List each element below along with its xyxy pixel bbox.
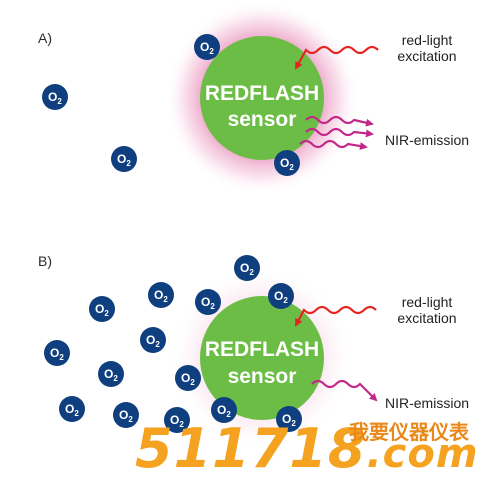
o2-molecule: O2: [234, 255, 260, 281]
panel-b-label: B): [38, 253, 52, 269]
o2-molecule-label: O2: [154, 288, 168, 304]
o2-molecule-disc: [274, 150, 300, 176]
o2-molecule-disc: [59, 396, 85, 422]
o2-molecule-disc: [164, 407, 190, 433]
panel-a-excitation-label-1: red-light: [402, 32, 453, 48]
o2-molecule-label: O2: [201, 295, 215, 311]
panel-a-emission-arrow-2: [305, 127, 374, 138]
o2-molecule: O2: [98, 361, 124, 387]
o2-molecule-disc: [268, 283, 294, 309]
o2-molecule-label: O2: [65, 402, 79, 418]
o2-molecule-label: O2: [119, 408, 133, 424]
o2-molecule-label: O2: [48, 90, 62, 106]
panel-a-emission-arrow-3: [299, 139, 368, 150]
o2-molecule: O2: [140, 327, 166, 353]
o2-molecule-disc: [44, 340, 70, 366]
o2-molecule: O2: [44, 340, 70, 366]
panel-b: B) REDFLASH sensor red-light excitation …: [38, 253, 469, 450]
o2-molecule-label: O2: [181, 371, 195, 387]
panel-a-sensor-title: REDFLASH: [205, 82, 319, 105]
o2-molecule-disc: [234, 255, 260, 281]
o2-molecule-label: O2: [274, 289, 288, 305]
o2-molecule: O2: [164, 407, 190, 433]
watermark-number: 511718: [135, 417, 367, 480]
o2-molecule: O2: [276, 406, 302, 432]
o2-molecule: O2: [194, 34, 220, 60]
o2-molecule-label: O2: [117, 152, 131, 168]
panel-b-sensor-title: REDFLASH: [205, 338, 319, 361]
o2-molecule-disc: [276, 406, 302, 432]
panel-a-o2-molecules: O2 O2 O2 O2: [42, 34, 300, 176]
o2-molecule: O2: [148, 282, 174, 308]
o2-molecule-label: O2: [280, 156, 294, 172]
o2-molecule-label: O2: [217, 403, 231, 419]
o2-molecule: O2: [195, 289, 221, 315]
o2-molecule-label: O2: [95, 302, 109, 318]
o2-molecule: O2: [42, 84, 68, 110]
panel-b-emission-label: NIR-emission: [385, 395, 469, 411]
o2-molecule-disc: [195, 289, 221, 315]
o2-molecule: O2: [274, 150, 300, 176]
o2-molecule: O2: [59, 396, 85, 422]
panel-a: A) REDFLASH sensor red-light excitation …: [38, 1, 469, 195]
panel-b-emission-arrow: [311, 379, 378, 402]
o2-molecule-label: O2: [200, 40, 214, 56]
o2-molecule-disc: [148, 282, 174, 308]
o2-molecule: O2: [268, 283, 294, 309]
o2-molecule-disc: [98, 361, 124, 387]
o2-molecule: O2: [175, 365, 201, 391]
o2-molecule-disc: [175, 365, 201, 391]
panel-a-excitation-label-2: excitation: [397, 48, 456, 64]
o2-molecule: O2: [113, 402, 139, 428]
watermark: 511718.com 我要仪器仪表: [135, 420, 495, 490]
panel-b-sensor-subtitle: sensor: [228, 365, 297, 388]
o2-molecule-label: O2: [50, 346, 64, 362]
panel-b-sensor-disc: [200, 296, 324, 420]
panel-b-excitation-arrow: [295, 305, 377, 327]
panel-a-sensor-disc: [200, 36, 324, 160]
o2-molecule-label: O2: [282, 412, 296, 428]
o2-molecule-disc: [113, 402, 139, 428]
o2-molecule-disc: [211, 397, 237, 423]
o2-molecule-disc: [111, 146, 137, 172]
panel-a-label: A): [38, 30, 52, 46]
panel-a-emission-arrow-1: [305, 115, 374, 127]
o2-molecule-disc: [140, 327, 166, 353]
o2-molecule-label: O2: [146, 333, 160, 349]
panel-b-excitation-label-2: excitation: [397, 310, 456, 326]
o2-molecule: O2: [89, 296, 115, 322]
o2-molecule-disc: [42, 84, 68, 110]
o2-molecule-disc: [194, 34, 220, 60]
panel-a-sensor-subtitle: sensor: [228, 108, 297, 131]
panel-b-excitation-label-1: red-light: [402, 294, 453, 310]
o2-molecule-label: O2: [104, 367, 118, 383]
o2-molecule: O2: [211, 397, 237, 423]
o2-molecule-label: O2: [240, 261, 254, 277]
panel-a-emission-label: NIR-emission: [385, 132, 469, 148]
panel-a-excitation-arrow: [295, 45, 379, 70]
watermark-chinese: 我要仪器仪表: [349, 420, 469, 444]
o2-molecule: O2: [111, 146, 137, 172]
o2-molecule-label: O2: [170, 413, 184, 429]
watermark-domain: .com: [366, 431, 479, 477]
panel-b-o2-molecules: O2 O2 O2 O2 O2 O2 O2 O2 O2 O2 O2 O2 O2 O…: [44, 255, 302, 433]
o2-molecule-disc: [89, 296, 115, 322]
